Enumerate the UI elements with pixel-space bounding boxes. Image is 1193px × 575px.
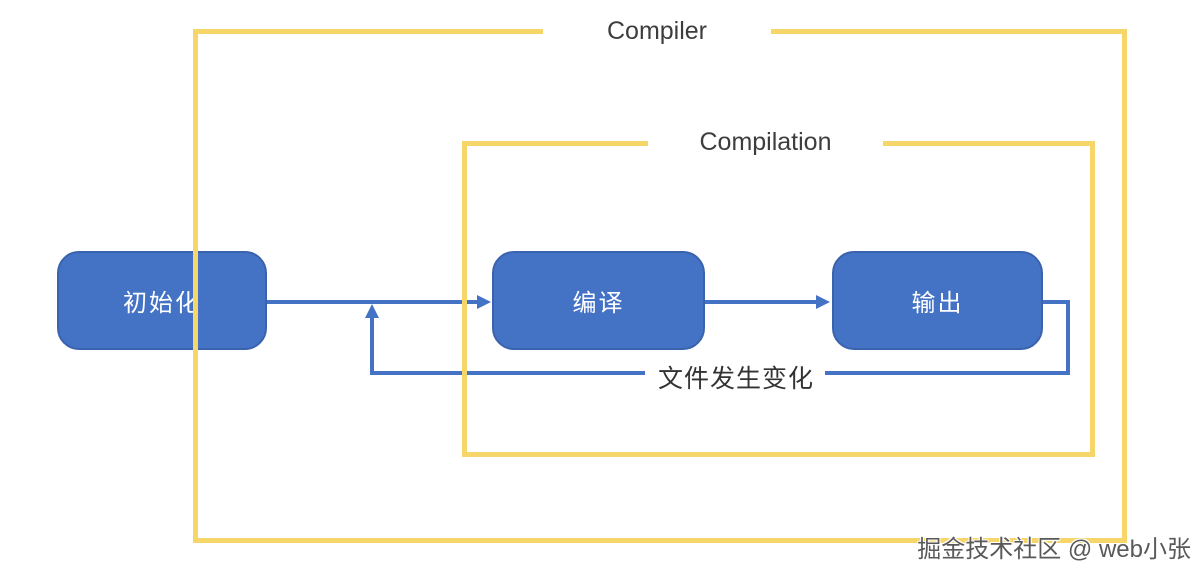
outer-frame-top-left-segment <box>193 29 543 34</box>
inner-frame-left-edge <box>462 141 467 457</box>
feedback-arrow-up-head-icon <box>365 304 379 318</box>
node-initialize: 初始化 <box>57 251 267 350</box>
inner-frame-top-left-segment <box>462 141 648 146</box>
outer-frame-left-edge <box>193 29 198 543</box>
inner-frame-top-right-segment <box>883 141 1095 146</box>
node-compile-label: 编译 <box>572 290 625 317</box>
node-initialize-label: 初始化 <box>123 290 201 317</box>
node-output-label: 输出 <box>911 290 964 317</box>
node-compile: 编译 <box>492 251 705 350</box>
feedback-line-from-output <box>1043 300 1070 304</box>
outer-frame-right-edge <box>1122 29 1127 543</box>
feedback-line-down <box>1066 300 1070 375</box>
arrow-compile-to-output-line <box>705 300 818 304</box>
feedback-line-up <box>370 317 374 375</box>
outer-frame-top-right-segment <box>771 29 1127 34</box>
arrow-init-to-compile-head-icon <box>477 295 491 309</box>
arrow-init-to-compile-line <box>267 300 479 304</box>
feedback-label: 文件发生变化 <box>657 365 814 393</box>
outer-frame-bottom-edge <box>193 538 1127 543</box>
outer-frame-title: Compiler <box>606 17 708 45</box>
inner-frame-bottom-edge <box>462 452 1095 457</box>
watermark-text: 掘金技术社区 @ web小张 <box>917 536 1191 563</box>
feedback-line-bottom-left <box>372 371 645 375</box>
inner-frame-right-edge <box>1090 141 1095 457</box>
arrow-compile-to-output-head-icon <box>816 295 830 309</box>
inner-frame-title: Compilation <box>699 128 832 156</box>
node-output: 输出 <box>832 251 1043 350</box>
feedback-line-bottom-right <box>825 371 1070 375</box>
